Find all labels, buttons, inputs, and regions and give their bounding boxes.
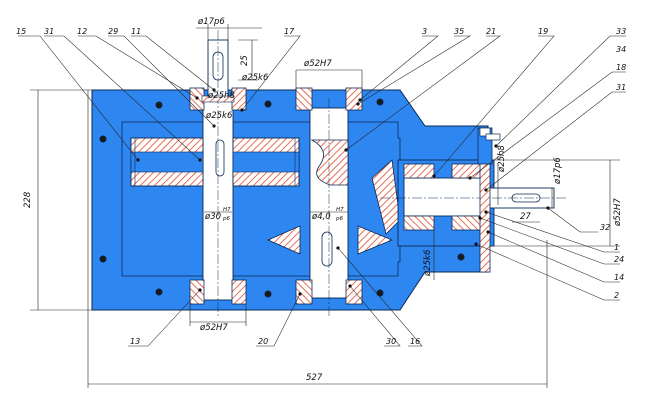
- dim-d25k6-right: ø25k6: [423, 249, 433, 277]
- part-label-33: 33: [616, 27, 626, 36]
- bearings-input-shaft: [189, 87, 247, 305]
- bolt-hole: [457, 253, 465, 261]
- part-label-20: 20: [258, 337, 268, 346]
- dim-d17p6-top: ø17p6: [197, 17, 225, 27]
- dim-d30-fit-top: H7: [223, 207, 231, 213]
- dim-d40-fit-top: H7: [336, 207, 344, 213]
- part-label-31b: 31: [616, 83, 626, 92]
- dim-d25h8-right: ø25h8: [497, 145, 507, 173]
- dimension-texts: ø17p6 25 ø25h8 ø25k6 ø25k6 ø52H7 ø30 H7 …: [23, 17, 623, 383]
- part-label-32: 32: [600, 223, 610, 232]
- input-shaft: [202, 30, 234, 316]
- dim-d25k6-b: ø25k6: [205, 111, 233, 121]
- part-label-1: 1: [614, 243, 619, 252]
- dim-d25k6-a: ø25k6: [241, 73, 269, 83]
- dim-d52H7-right: ø52H7: [613, 198, 623, 227]
- part-label-14: 14: [614, 273, 624, 282]
- input-gear: [130, 137, 300, 187]
- dim-width-527: 527: [306, 373, 323, 383]
- end-cover: [477, 127, 501, 273]
- part-label-2: 2: [614, 291, 619, 300]
- part-label-34: 34: [616, 45, 626, 54]
- part-label-17: 17: [284, 27, 295, 36]
- bolt-hole: [155, 101, 163, 109]
- part-label-24: 24: [614, 255, 624, 264]
- part-number-labels: 15 31 12 29 11 17 3 35 21 19 33 34 18 31…: [16, 27, 626, 346]
- dim-height-228: 228: [23, 191, 33, 208]
- part-label-30: 30: [386, 337, 396, 346]
- dim-d17p6-right: ø17p6: [553, 157, 563, 185]
- part-label-18: 18: [616, 63, 626, 72]
- part-label-29: 29: [108, 27, 118, 36]
- bolt-hole: [155, 288, 163, 296]
- part-label-19: 19: [538, 27, 548, 36]
- part-label-15: 15: [16, 27, 26, 36]
- part-label-35: 35: [454, 27, 464, 36]
- leader-dots: [136, 88, 550, 296]
- part-label-21: 21: [486, 27, 496, 36]
- part-label-12: 12: [77, 27, 87, 36]
- dim-d52H7-top: ø52H7: [303, 59, 332, 69]
- part-label-3: 3: [422, 27, 427, 36]
- bolt-hole: [99, 255, 107, 263]
- leader-lines: [18, 35, 626, 347]
- dim-d30: ø30: [204, 212, 221, 222]
- bolt-hole: [376, 289, 384, 297]
- dim-d40: ø4,0: [311, 212, 331, 222]
- bolt-hole: [376, 98, 384, 106]
- part-label-11: 11: [131, 27, 141, 36]
- output-shaft: [380, 159, 566, 247]
- bolt-hole: [99, 135, 107, 143]
- dim-len-25: 25: [240, 55, 250, 66]
- bolt-hole: [264, 100, 272, 108]
- dim-d30-fit-bot: p6: [222, 216, 230, 222]
- part-label-31: 31: [44, 27, 54, 36]
- dim-d40-fit-bot: p6: [335, 216, 343, 222]
- bolt-hole: [264, 290, 272, 298]
- dimension-lines: [30, 24, 620, 388]
- dim-d52H7-bottom: ø52H7: [199, 323, 228, 333]
- bevel-gear-small: [267, 225, 394, 255]
- dim-d25h8-top: ø25h8: [207, 91, 235, 101]
- intermediate-shaft: [295, 87, 363, 316]
- part-label-16: 16: [410, 337, 420, 346]
- dim-len-27: 27: [520, 212, 531, 222]
- bolt-holes: [99, 98, 465, 298]
- part-label-13: 13: [130, 337, 140, 346]
